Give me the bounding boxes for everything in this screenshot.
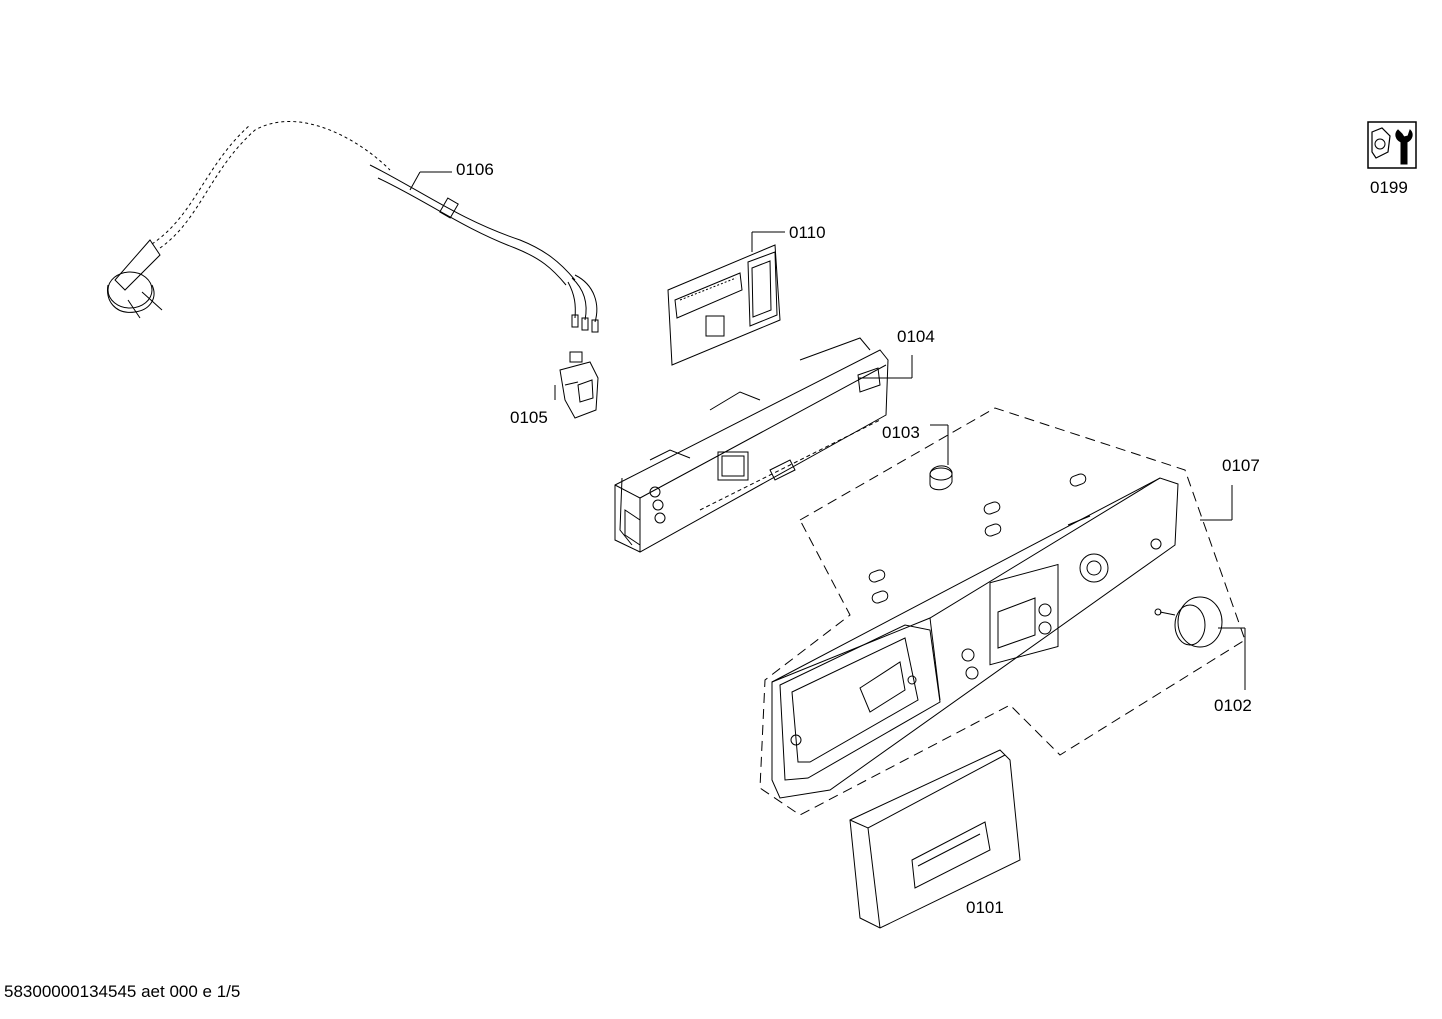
label-0107: 0107 [1222, 456, 1260, 475]
label-0105: 0105 [510, 408, 548, 427]
control-module-housing-part [614, 337, 889, 553]
dispenser-drawer-handle-part [849, 749, 1021, 929]
label-0101: 0101 [966, 898, 1004, 917]
label-0102: 0102 [1214, 696, 1252, 715]
connector-clip-part [559, 351, 599, 419]
label-0106: 0106 [456, 160, 494, 179]
circuit-board-part [667, 244, 781, 366]
document-footer: 58300000134545 aet 000 e 1/5 [4, 982, 241, 1001]
label-0104: 0104 [897, 327, 935, 346]
control-panel-fascia-part [771, 477, 1179, 799]
leader-line-0106b [409, 171, 421, 191]
power-cord-part [106, 120, 599, 333]
wrench-nut-icon [1367, 121, 1417, 169]
assembly-outline-0107 [759, 407, 1246, 816]
label-0110: 0110 [789, 223, 826, 242]
label-0103: 0103 [882, 423, 920, 442]
program-knob-part [1154, 596, 1223, 648]
label-0199: 0199 [1370, 178, 1408, 197]
indicator-button-part [929, 465, 953, 491]
panel-pins [868, 473, 1087, 604]
